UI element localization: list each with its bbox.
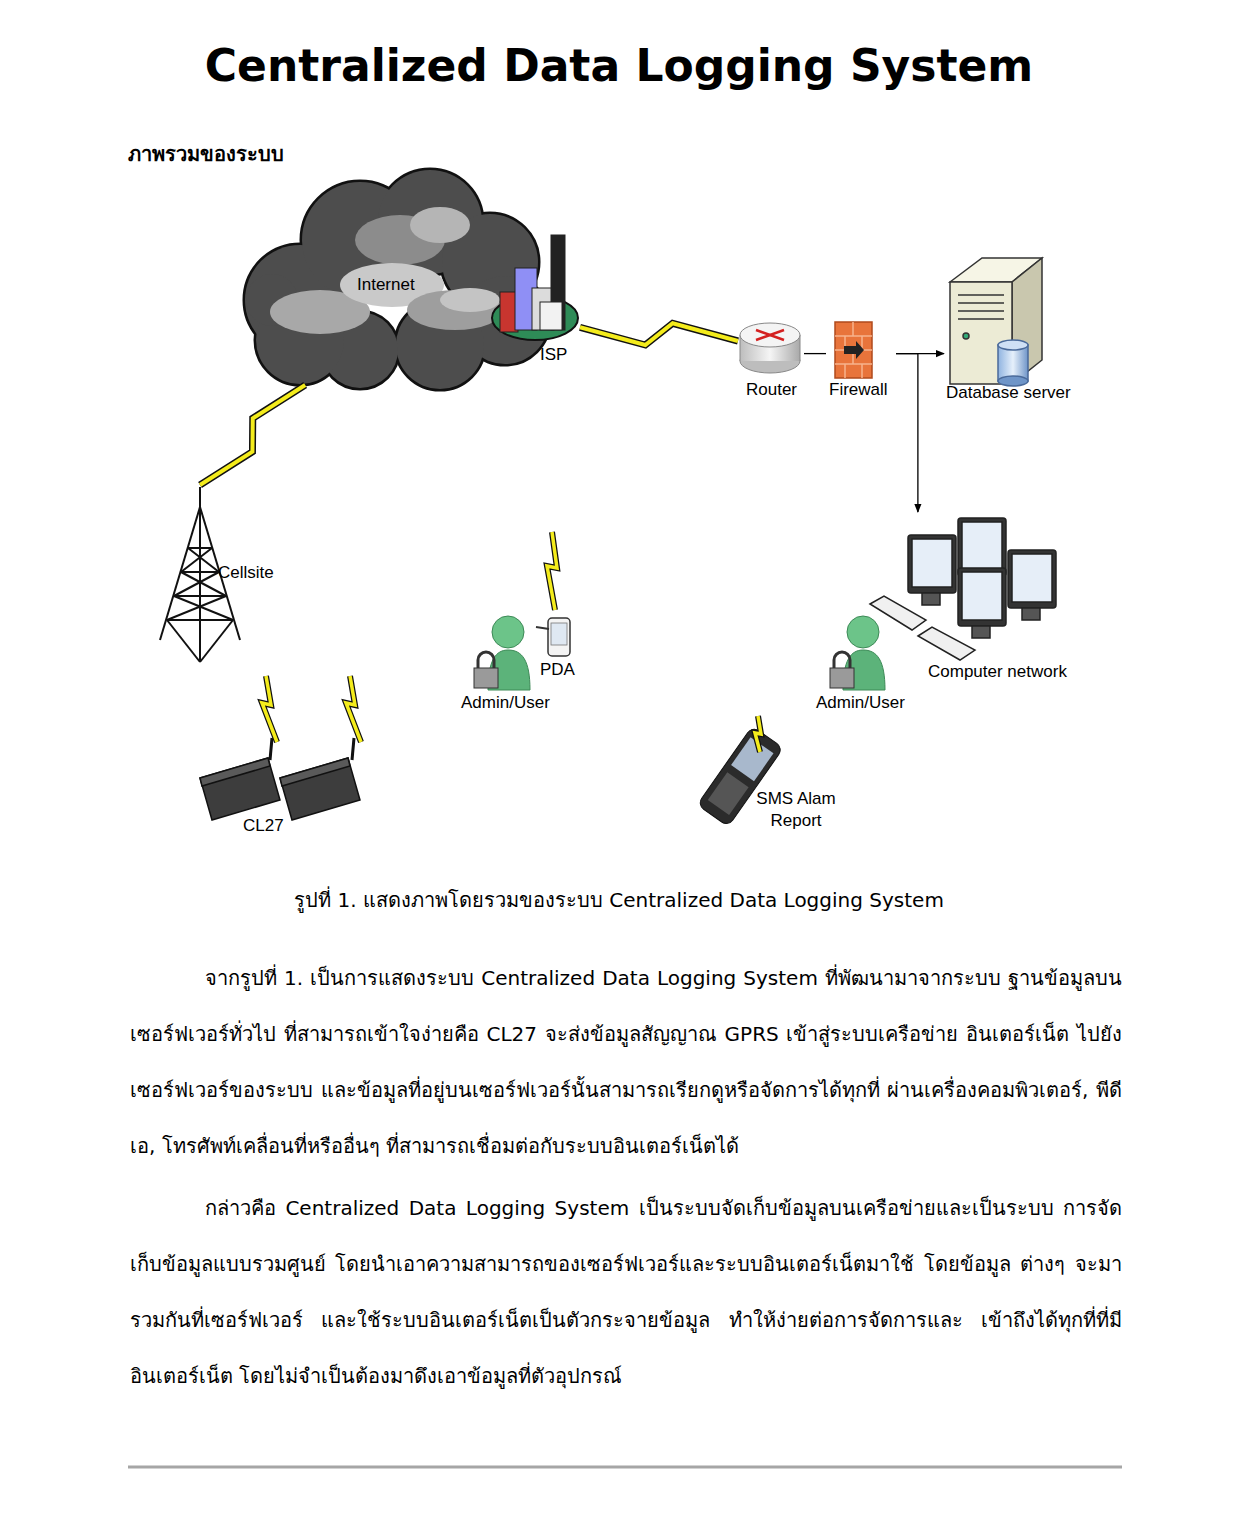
wireless-link [200,385,305,485]
wireless-link-bolt [200,385,305,485]
admin-user-figure [474,616,530,690]
cable-line [804,353,826,354]
node-label: Admin/User [461,693,550,713]
wireless-link-outline [580,323,738,345]
cl27-device [200,738,360,820]
computer-network-node: Computer network [865,512,1080,687]
router-icon [740,323,800,373]
section-heading: ภาพรวมของระบบ [128,138,284,170]
sms-phone [697,726,783,826]
body-paragraph: กล่าวคือ Centralized Data Logging System… [130,1180,1122,1404]
wireless-link [580,323,738,345]
node-label: Admin/User [816,693,905,713]
node-label: PDA [540,660,575,680]
admin-user-figure [830,616,885,690]
network-cable [804,353,826,354]
footer-rule [128,1466,1122,1469]
isp-node: ISP [490,230,580,369]
node-label: ISP [540,345,567,365]
radio-signal [262,532,761,752]
admin-user-node: Admin/User [812,610,914,717]
pda-node: PDA [532,612,582,684]
node-label: Computer network [928,662,1067,682]
database-server-node: Database server [944,250,1084,407]
firewall-node: Firewall [826,320,896,404]
pda-device [536,618,570,656]
cellsite-node: Cellsite [155,485,280,663]
sms-alarm-node: SMS Alam Report [700,712,856,837]
text-flow: จากรูปที่ 1. เป็นการแสดงระบบ Centralized… [130,950,1122,1410]
node-label: CL27 [243,816,284,836]
node-label: SMS Alam Report [740,788,852,832]
figure-caption: รูปที่ 1. แสดงภาพโดยรวมของระบบ Centraliz… [0,884,1238,916]
wireless-link-bolt [580,323,738,345]
server-icon [950,258,1042,386]
isp-building [492,235,578,340]
page-title: Centralized Data Logging System [0,40,1238,91]
node-label: Firewall [829,380,888,400]
router-node: Router [738,320,804,404]
node-label: Router [746,380,797,400]
body-paragraph: จากรูปที่ 1. เป็นการแสดงระบบ Centralized… [130,950,1122,1174]
cable-line [896,354,918,512]
network-cable [896,354,918,512]
cl27-node: CL27 [195,668,365,840]
node-label: Cellsite [218,563,274,583]
wireless-link-outline [200,385,305,485]
computer-network [870,518,1056,660]
admin-user-node: Admin/User [458,610,560,717]
node-label: Internet [357,275,415,295]
node-label: Database server [946,383,1071,403]
internet-cloud-node: Internet [250,185,490,385]
firewall-icon [835,322,872,378]
internet-cloud [245,170,549,389]
